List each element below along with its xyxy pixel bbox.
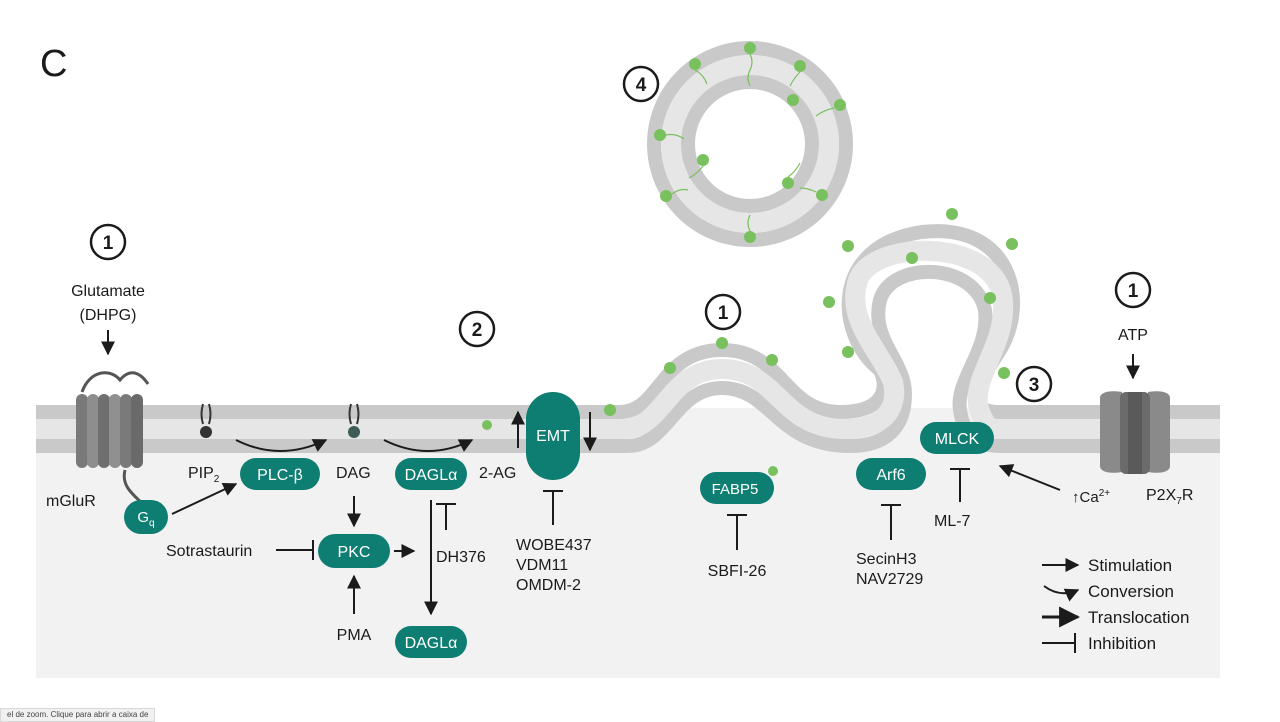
plcb-label: PLC-β: [257, 467, 303, 484]
glutamate-label: Glutamate: [71, 283, 145, 300]
arf6-protein: Arf6: [856, 458, 926, 490]
mlck-protein: MLCK: [920, 422, 994, 454]
mglur-label: mGluR: [46, 493, 96, 510]
dagla-protein: DAGLα: [395, 458, 467, 490]
pathway-arrows: [101, 330, 1140, 616]
legend-inhibition: Inhibition: [1088, 634, 1156, 653]
legend-stimulation: Stimulation: [1088, 556, 1172, 575]
dag-label: DAG: [336, 465, 371, 482]
inhibition-marks: [276, 468, 970, 560]
bud-lipids: [482, 208, 1018, 476]
svg-text:1: 1: [718, 303, 729, 324]
svg-text:1: 1: [1128, 281, 1139, 302]
p2x7r-channel: [1100, 391, 1170, 474]
pma-label: PMA: [337, 627, 372, 644]
step-4: 4: [622, 65, 660, 103]
omdm2-label: OMDM-2: [516, 577, 581, 594]
wobe437-label: WOBE437: [516, 537, 592, 554]
step-1-middle: 1: [704, 293, 742, 331]
fabp5-label: FABP5: [712, 481, 759, 498]
panel-label: C: [40, 43, 67, 85]
sbfi26-label: SBFI-26: [708, 563, 767, 580]
plcb-protein: PLC-β: [240, 458, 320, 490]
legend-conversion: Conversion: [1088, 582, 1174, 601]
vdm11-label: VDM11: [516, 557, 568, 574]
step-1-right: 1: [1114, 271, 1152, 309]
dagla-translocated-protein: DAGLα: [395, 626, 467, 658]
dagla-label: DAGLα: [405, 467, 458, 484]
p2x7r-label: P2X7R: [1146, 487, 1193, 507]
nav2729-label: NAV2729: [856, 571, 923, 588]
membrane-core: [36, 240, 1220, 440]
pip2-label: PIP2: [188, 465, 220, 485]
emt-label: EMT: [536, 428, 570, 445]
vesicle-mid: [661, 55, 839, 233]
svg-text:4: 4: [636, 75, 647, 96]
svg-text:1: 1: [103, 233, 114, 254]
legend-translocation: Translocation: [1088, 608, 1189, 627]
dag-lipid: [348, 403, 360, 438]
secinh3-label: SecinH3: [856, 551, 917, 568]
emt-transporter: EMT: [526, 392, 580, 480]
dh376-label: DH376: [436, 549, 486, 566]
vesicle-lipids: [654, 42, 846, 243]
svg-text:Gq: Gq: [137, 509, 154, 529]
fabp5-protein: FABP5: [700, 472, 774, 504]
sotrastaurin-label: Sotrastaurin: [166, 543, 252, 560]
membrane-lower: [36, 265, 1220, 454]
mlck-label: MLCK: [935, 431, 980, 448]
ca-label: ↑Ca2+: [1072, 488, 1110, 506]
step-1-left: 1: [89, 223, 127, 261]
step-3: 3: [1015, 365, 1053, 403]
two-ag-label: 2-AG: [479, 465, 516, 482]
svg-text:2: 2: [472, 320, 483, 341]
vesicle-lipid-tails: [665, 53, 835, 232]
pkc-protein: PKC: [318, 534, 390, 568]
dagla-lower-label: DAGLα: [405, 635, 458, 652]
pip2-lipid: [200, 403, 212, 438]
ml7-label: ML-7: [934, 513, 971, 530]
vesicle-inner: [681, 75, 819, 213]
pkc-label: PKC: [338, 544, 371, 561]
legend: Stimulation Conversion Translocation Inh…: [1042, 556, 1189, 653]
gq-protein: Gq: [124, 500, 168, 534]
arf6-label: Arf6: [876, 467, 905, 484]
step-2: 2: [458, 310, 496, 348]
dhpg-label: (DHPG): [80, 307, 137, 324]
svg-text:3: 3: [1029, 375, 1040, 396]
atp-label: ATP: [1118, 327, 1148, 344]
